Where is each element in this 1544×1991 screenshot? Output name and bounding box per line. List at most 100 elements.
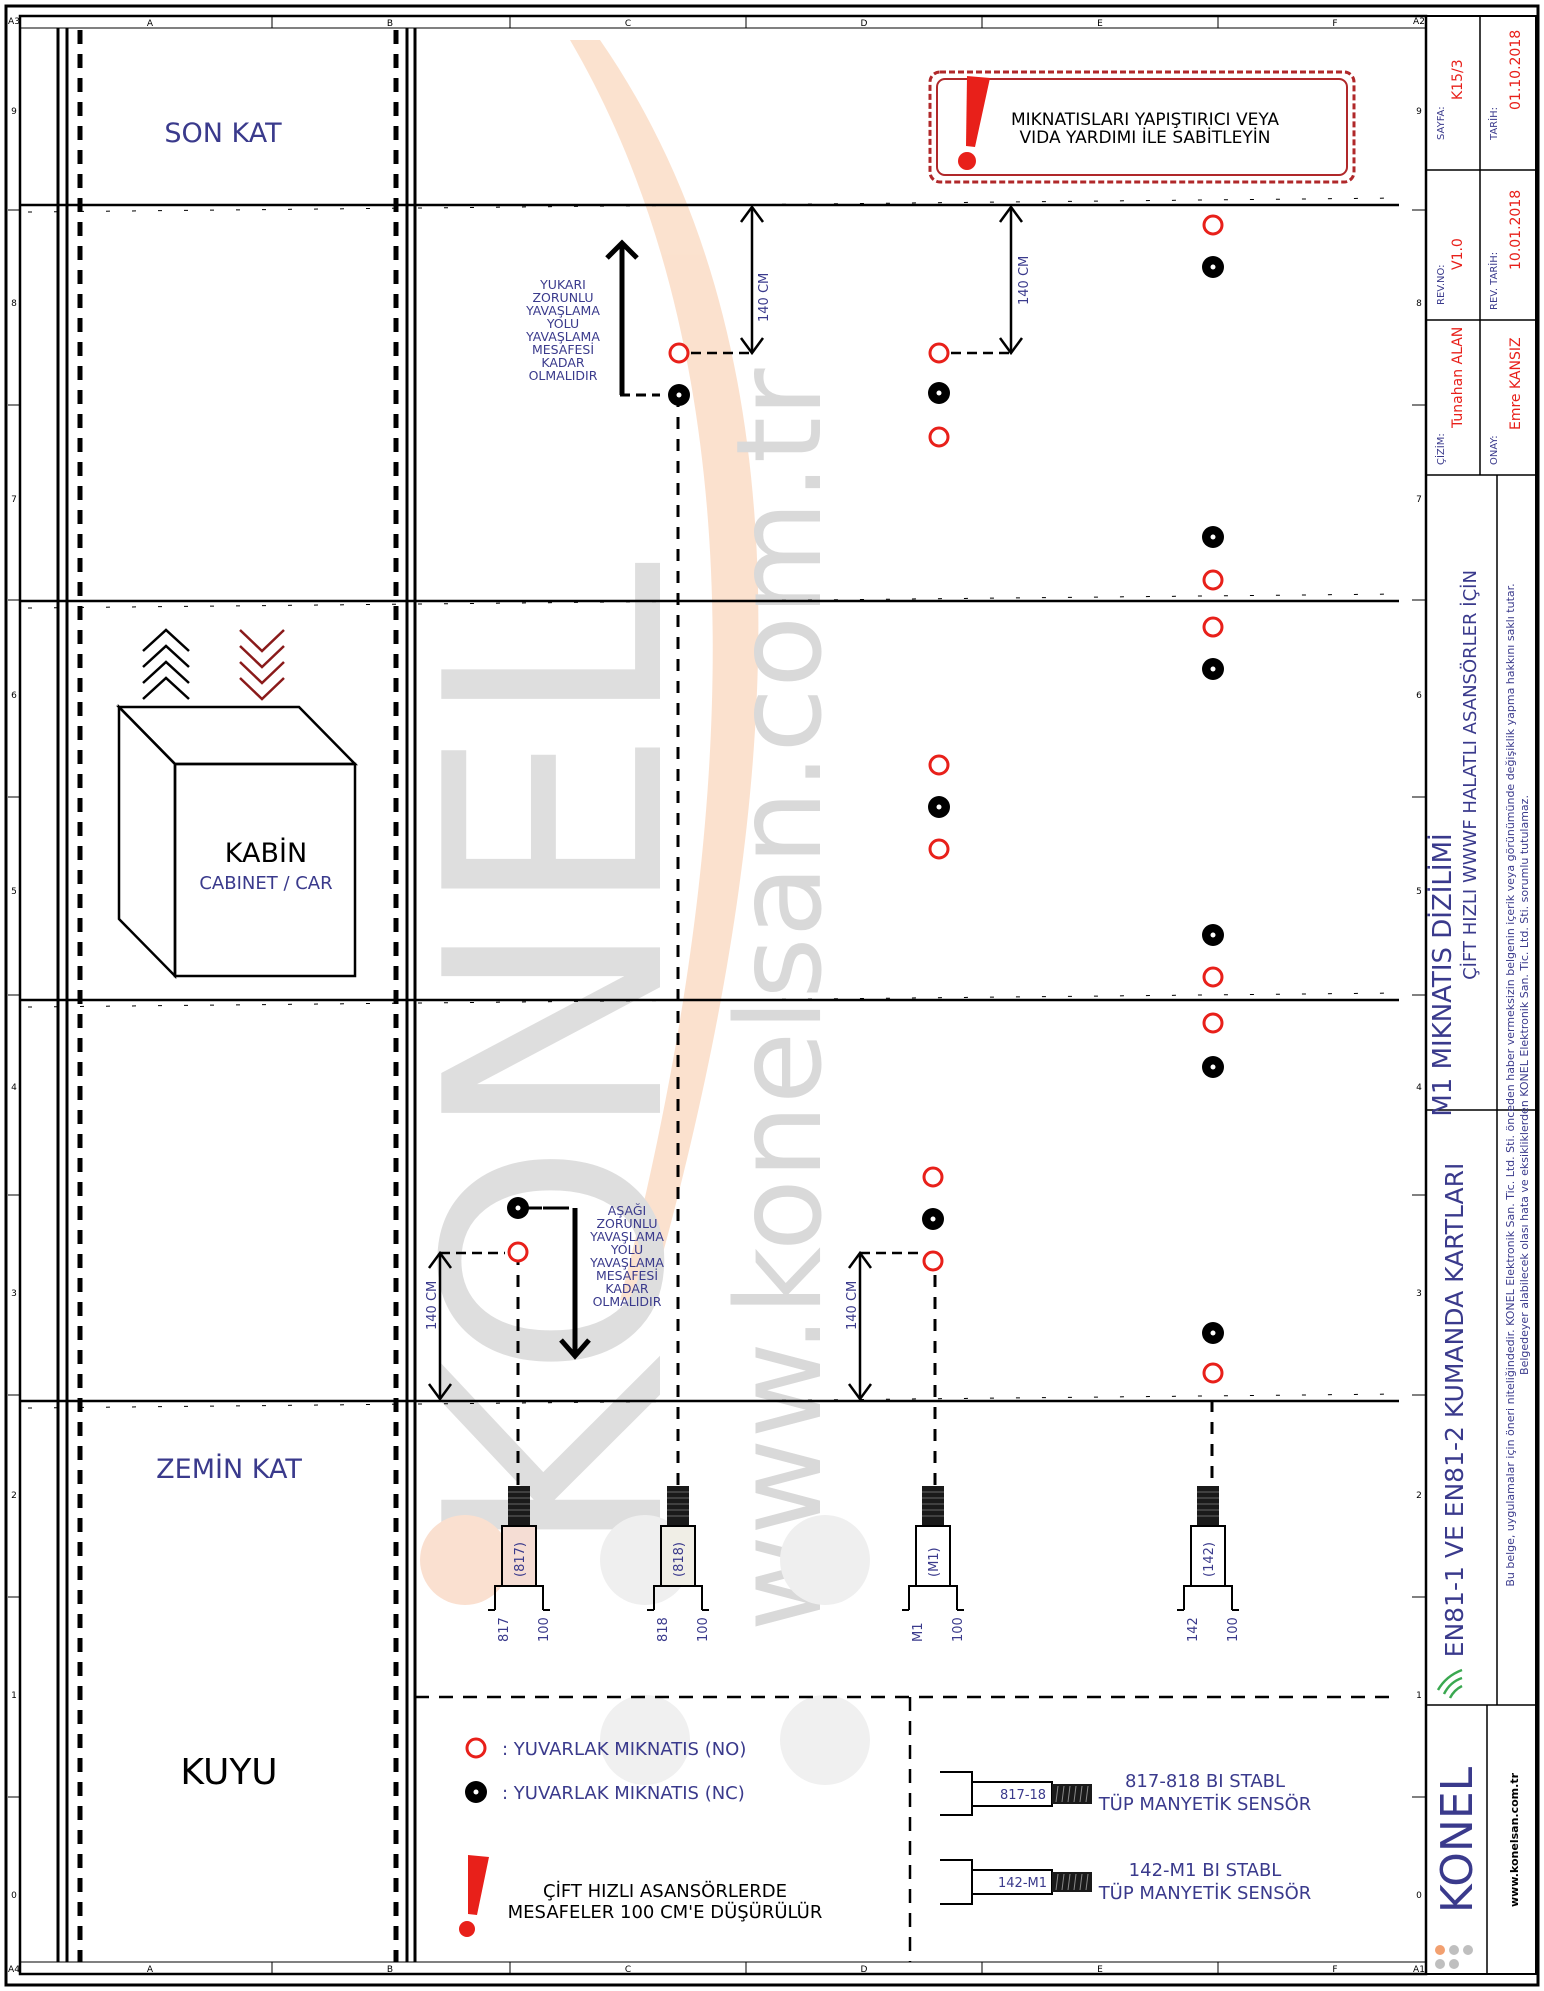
- magnet-no: [1202, 569, 1224, 591]
- dimension-label-2: 140 CM: [1017, 256, 1032, 305]
- svg-text:ZORUNLU: ZORUNLU: [532, 290, 593, 305]
- legend-warning-line1: ÇİFT HIZLI ASANSÖRLERDE: [543, 1880, 787, 1902]
- rev-value: V1.0: [1450, 238, 1466, 270]
- legend-no-magnet-icon: [465, 1737, 487, 1759]
- svg-text:MESAFESİ: MESAFESİ: [596, 1268, 658, 1283]
- row-label-1-left: 1: [11, 1691, 17, 1701]
- row-label-2-right: 2: [1416, 1491, 1422, 1501]
- sensor-track-lines: [516, 395, 1214, 1486]
- legend-sensor2-line1: 142-M1 BI STABL: [1129, 1860, 1282, 1881]
- disclaimer-line2: Belgedeyer alabilecek olası hata ve eksi…: [1518, 795, 1531, 1375]
- legend-sensor1-line2: TÜP MANYETİK SENSÖR: [1098, 1793, 1312, 1815]
- magnet-no: [928, 754, 950, 776]
- disclaimer-line1: Bu belge, uygulamalar için öneri niteliğ…: [1504, 583, 1517, 1586]
- sensor-142-left-label: 142: [1186, 1617, 1201, 1642]
- col-label-f-bottom: F: [1332, 1965, 1337, 1975]
- corner-bottom-right: A1: [1413, 1965, 1425, 1975]
- row-label-9-left: 9: [11, 107, 17, 117]
- drawing-subtitle: ÇİFT HIZLI WWWF HALATLI ASANSÖRLER İÇİN: [1459, 570, 1481, 980]
- date-value: 01.10.2018: [1508, 30, 1524, 110]
- floor-slabs: [20, 197, 1400, 1962]
- col-label-d-bottom: D: [861, 1965, 868, 1975]
- legend-warning-line2: MESAFELER 100 CM'E DÜŞÜRÜLÜR: [508, 1901, 823, 1923]
- row-label-7-left: 7: [11, 495, 17, 505]
- row-label-6-right: 6: [1416, 691, 1422, 701]
- column-labels: A B C D E F A B C D E F A3 A2 A4 A1: [8, 16, 1426, 1975]
- col-label-b-bottom: B: [387, 1965, 393, 1975]
- drawing-title: M1 MIKNATIS DİZİLİMİ: [1426, 833, 1458, 1116]
- svg-text:YAVAŞLAMA: YAVAŞLAMA: [525, 303, 600, 318]
- brand-wave-icon: [1436, 1668, 1463, 1699]
- notice-line1: MIKNATISLARI YAPIŞTIRICI VEYA: [1011, 110, 1279, 130]
- legend-sensor1-line1: 817-818 BI STABL: [1125, 1771, 1285, 1792]
- corner-bottom-left: A4: [8, 1965, 20, 1975]
- col-label-c-bottom: C: [625, 1965, 631, 1975]
- row-label-5-right: 5: [1416, 887, 1422, 897]
- dimension-lines: [427, 204, 1024, 1402]
- row-label-9-right: 9: [1416, 107, 1422, 117]
- svg-text:KADAR: KADAR: [605, 1281, 648, 1296]
- magnet-no: [1202, 616, 1224, 638]
- sensor-m1-body-label: (M1): [927, 1547, 942, 1577]
- col-label-e-bottom: E: [1097, 1965, 1103, 1975]
- date-label: TARİH:: [1487, 107, 1500, 141]
- svg-text:YAVAŞLAMA: YAVAŞLAMA: [589, 1229, 664, 1244]
- floor-label-pit: KUYU: [180, 1752, 277, 1793]
- svg-text:OLMALIDIR: OLMALIDIR: [593, 1294, 662, 1309]
- shaft-walls: [56, 28, 417, 1962]
- magnet-no: [507, 1241, 529, 1263]
- sensor-818-body-label: (818): [672, 1542, 687, 1577]
- sensor-m1: [902, 1486, 964, 1611]
- col-label-a-bottom: A: [147, 1965, 154, 1975]
- magnet-no: [922, 1166, 944, 1188]
- sensor-142-body-label: (142): [1202, 1542, 1217, 1577]
- watermark-swoosh: [570, 40, 759, 1300]
- col-label-b-top: B: [387, 19, 393, 29]
- sensor-m1-right-label: 100: [951, 1617, 966, 1642]
- svg-text:OLMALIDIR: OLMALIDIR: [529, 368, 598, 383]
- page-label: SAYFA:: [1436, 106, 1447, 140]
- magnet-no: [1202, 966, 1224, 988]
- rev-date-value: 10.01.2018: [1508, 190, 1524, 270]
- approved-value: Emre KANSIZ: [1508, 337, 1524, 430]
- magnet-no: [1202, 1362, 1224, 1384]
- legend-sensor2-line2: TÜP MANYETİK SENSÖR: [1098, 1882, 1312, 1904]
- magnet-no: [1202, 1012, 1224, 1034]
- title-block: [1426, 16, 1536, 1974]
- legend: : YUVARLAK MIKNATIS (NO) : YUVARLAK MIKN…: [459, 1737, 1312, 1937]
- magnet-no: [922, 1250, 944, 1272]
- cabin-title: KABİN: [225, 837, 307, 869]
- magnet-no: [1202, 214, 1224, 236]
- row-label-5-left: 5: [11, 887, 17, 897]
- magnet-no: [928, 342, 950, 364]
- legend-no-label: : YUVARLAK MIKNATIS (NO): [502, 1739, 746, 1760]
- rev-date-label: REV. TARİH:: [1487, 252, 1500, 310]
- dimension-label-4: 140 CM: [845, 1281, 860, 1330]
- legend-sensor-142-m1: [940, 1859, 1092, 1905]
- row-label-3-right: 3: [1416, 1289, 1422, 1299]
- magnet-no: [928, 426, 950, 448]
- warning-exclamation-icon: [459, 1855, 489, 1937]
- svg-text:KADAR: KADAR: [541, 355, 584, 370]
- rev-label: REV.NO:: [1436, 264, 1447, 305]
- legend-nc-label: : YUVARLAK MIKNATIS (NC): [502, 1783, 745, 1804]
- sensor-142-right-label: 100: [1226, 1617, 1241, 1642]
- page-number: K15/3: [1450, 59, 1466, 100]
- sensor-817: [488, 1486, 550, 1611]
- svg-text:AŞAĞI: AŞAĞI: [608, 1203, 646, 1218]
- up-arrow-icon: [605, 239, 660, 397]
- col-label-e-top: E: [1097, 19, 1103, 29]
- col-label-f-top: F: [1332, 19, 1337, 29]
- corner-top-right: A2: [1413, 17, 1425, 27]
- up-chevrons-icon: [142, 628, 190, 700]
- logo-dots-icon: [1435, 1945, 1473, 1969]
- lower-slowdown-note: AŞAĞI ZORUNLU YAVAŞLAMA YOLU YAVAŞLAMA M…: [589, 1203, 664, 1309]
- row-labels: 9 8 7 6 5 4 3 2 1 0 9 8 7 6 5 4 3 2 1 0: [8, 107, 1426, 1901]
- floor-label-top: SON KAT: [164, 118, 282, 149]
- row-label-0-right: 0: [1416, 1891, 1422, 1901]
- magnets: [507, 214, 1224, 1384]
- dimension-label-1: 140 CM: [757, 273, 772, 322]
- row-label-4-right: 4: [1416, 1083, 1422, 1093]
- svg-text:YUKARI: YUKARI: [539, 277, 586, 292]
